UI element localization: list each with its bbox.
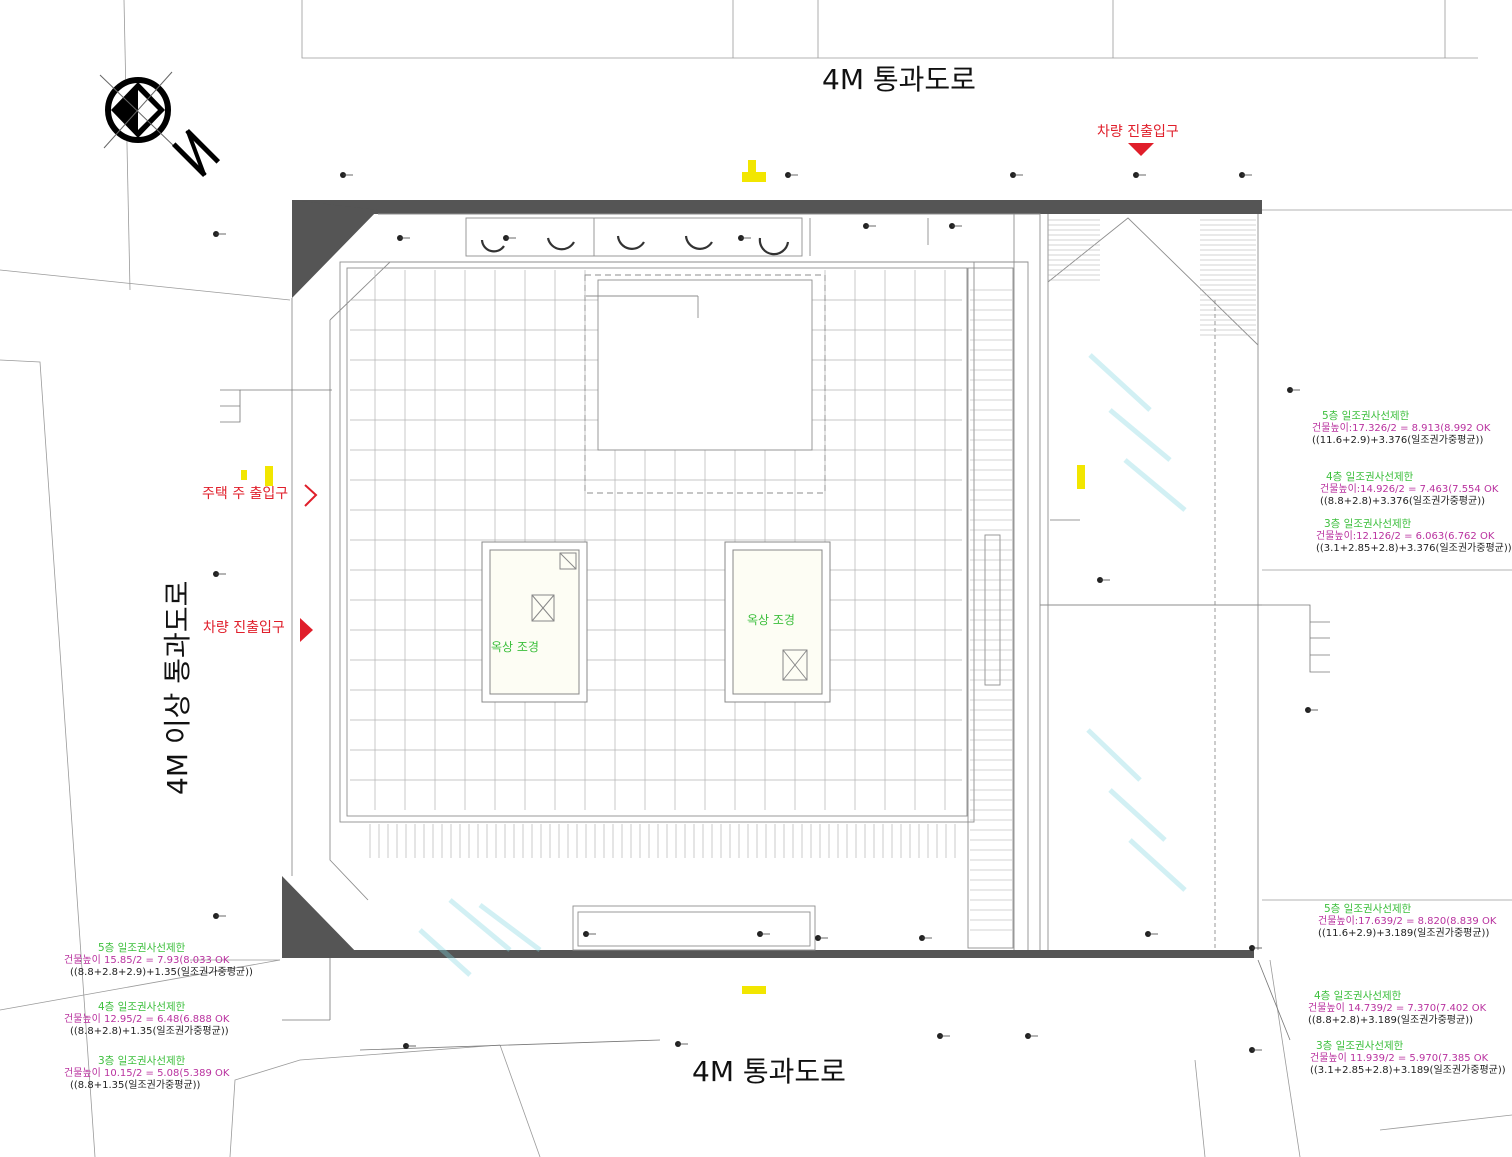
section-markers	[213, 172, 1318, 1053]
floor-note-left-lower-5: 5층 일조권사선제한 건물높이 15.85/2 = 7.93(8.033 OK …	[64, 942, 253, 978]
roof-grid	[350, 270, 962, 810]
floor-note-right-lower-5: 5층 일조권사선제한 건물높이:17.639/2 = 8.820(8.839 O…	[1318, 903, 1497, 939]
building-outline	[291, 213, 1262, 951]
road-label-bottom: 4M 통과도로	[692, 1055, 846, 1088]
leader-lines	[220, 389, 1330, 1051]
landscape-label-left: 옥상 조경	[491, 640, 539, 654]
landscape-boxes	[481, 541, 831, 703]
building-walls	[282, 200, 1262, 958]
floor-note-left-lower-4: 4층 일조권사선제한 건물높이 12.95/2 = 6.48(6.888 OK …	[64, 1001, 230, 1037]
faded-hatch-bands	[418, 353, 1187, 977]
floor-note-right-upper-4: 4층 일조권사선제한 건물높이:14.926/2 = 7.463(7.554 O…	[1320, 471, 1499, 507]
resident-entrance: 주택 주 출입구	[202, 486, 289, 502]
road-label-top: 4M 통과도로	[822, 63, 976, 96]
floor-note-right-upper-5: 5층 일조권사선제한 건물높이:17.326/2 = 8.913(8.992 O…	[1312, 410, 1491, 446]
landscape-label-right: 옥상 조경	[747, 613, 795, 627]
yellow-markers	[241, 160, 1085, 994]
courtyard-outline	[584, 274, 826, 494]
floor-note-left-lower-3: 3층 일조권사선제한 건물높이 10.15/2 = 5.08(5.389 OK …	[64, 1055, 230, 1091]
triangle-marker-icon	[300, 143, 1154, 642]
floor-note-right-upper-3: 3층 일조권사선제한 건물높이:12.126/2 = 6.063(6.762 O…	[1316, 518, 1512, 554]
floor-note-right-lower-3: 3층 일조권사선제한 건물높이 11.939/2 = 5.970(7.385 O…	[1310, 1040, 1506, 1076]
north-arrow-icon	[99, 71, 221, 178]
vehicle-entrance-left: 차량 진출입구	[203, 620, 285, 636]
vehicle-entrance-top: 차량 진출입구	[1097, 124, 1179, 140]
resident-entrance-chevron	[304, 484, 318, 507]
floor-note-right-lower-4: 4층 일조권사선제한 건물높이 14.739/2 = 7.370(7.402 O…	[1308, 990, 1487, 1026]
road-label-left: 4M 이상 통과도로	[161, 580, 194, 795]
roof-fans	[480, 235, 790, 256]
stair-hatching	[369, 219, 1256, 931]
